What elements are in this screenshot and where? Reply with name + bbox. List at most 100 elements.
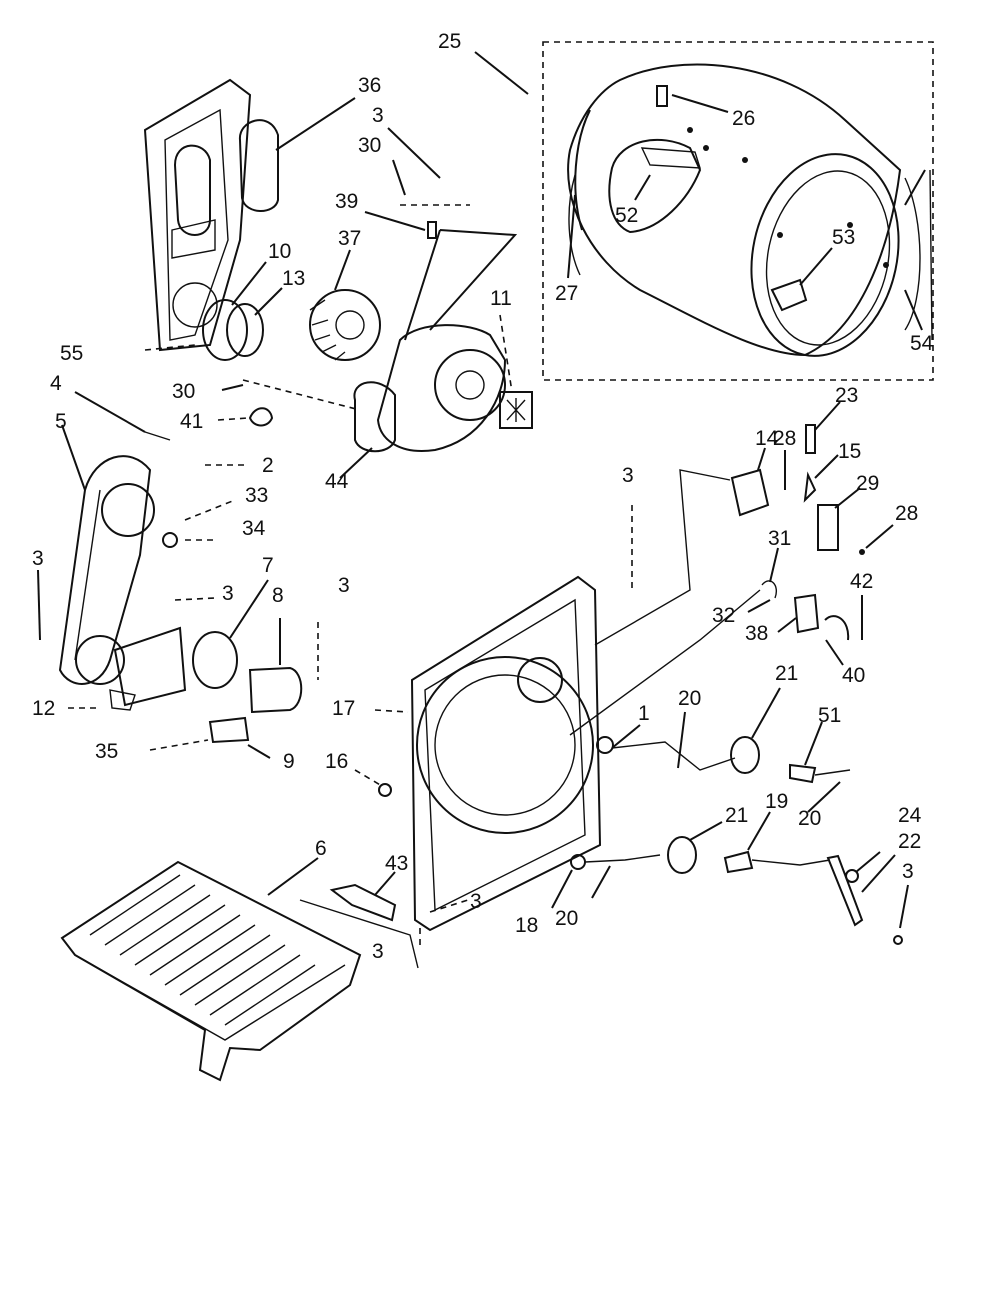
leader-32 — [747, 599, 771, 613]
callout-8: 8 — [272, 584, 284, 607]
roller-shaft-lower-end — [751, 859, 831, 866]
leader-4 — [74, 391, 146, 433]
part-19-shaft — [723, 850, 754, 874]
rear-wire-harness — [594, 469, 731, 646]
leader-37 — [334, 249, 351, 291]
callout-42: 42 — [850, 570, 873, 593]
callout-15: 15 — [838, 440, 861, 463]
rear-to-base-line — [299, 899, 419, 969]
callout-13: 13 — [282, 267, 305, 290]
drum-front-opening-inner — [765, 170, 891, 346]
leader-3a — [387, 127, 441, 179]
callout-34: 34 — [242, 517, 266, 540]
callout-29: 29 — [856, 472, 879, 495]
drum-baffle — [608, 138, 702, 234]
part-21a-roller — [730, 736, 760, 774]
callout-30: 30 — [172, 380, 195, 403]
part-6-base — [60, 860, 362, 1082]
leader-16 — [354, 769, 383, 787]
callout-30: 30 — [358, 134, 381, 157]
callout-41: 41 — [180, 410, 203, 433]
leader-22 — [861, 854, 896, 893]
callout-20: 20 — [678, 687, 701, 710]
part-41-clamp — [248, 407, 274, 427]
blower-housing — [376, 324, 507, 452]
leader-27 — [567, 194, 576, 279]
callout-3: 3 — [32, 547, 44, 570]
base-front-edge — [74, 954, 346, 1041]
drum-rivet — [687, 127, 693, 133]
part-51-clip — [789, 763, 817, 784]
part-4-screw — [144, 431, 171, 441]
part-14-terminal-block — [730, 468, 770, 517]
leader-21b — [689, 821, 723, 841]
part-38-bracket — [793, 593, 820, 634]
callout-20: 20 — [798, 807, 821, 830]
leader-11 — [499, 314, 513, 393]
leader-28b — [865, 524, 894, 549]
callout-51: 51 — [818, 704, 841, 727]
leader-23 — [814, 401, 841, 431]
leader-25 — [474, 51, 529, 95]
leader-5 — [61, 424, 86, 491]
callout-43: 43 — [385, 852, 408, 875]
callout-3: 3 — [622, 464, 634, 487]
drum-rivet — [847, 222, 853, 228]
part-39-clip — [427, 221, 437, 239]
part-29-bracket — [817, 504, 839, 551]
leader-52 — [634, 174, 651, 201]
blower-housing-hub-inner — [455, 370, 485, 400]
leader-35 — [149, 739, 209, 751]
leader-20b — [807, 781, 841, 813]
callout-53: 53 — [832, 226, 855, 249]
idler-wheel — [75, 635, 125, 685]
leader-14 — [757, 447, 766, 471]
drum-rivet — [742, 157, 748, 163]
leader-30a — [392, 159, 406, 196]
callout-21: 21 — [725, 804, 748, 827]
leader-24 — [855, 851, 881, 873]
roller-shaft-lower — [584, 854, 661, 863]
callout-1: 1 — [638, 702, 650, 725]
part-17-rear-panel — [410, 575, 602, 932]
duct-tube — [404, 229, 518, 341]
lint-opening — [173, 144, 211, 236]
idler-pulley — [101, 483, 155, 537]
callout-9: 9 — [283, 750, 295, 773]
part-37-blower-wheel — [309, 289, 381, 361]
leader-54b — [904, 169, 926, 206]
bulkhead-port — [172, 282, 218, 328]
callout-24: 24 — [898, 804, 922, 827]
callout-38: 38 — [745, 622, 768, 645]
callout-4: 4 — [50, 372, 62, 395]
leader-54a — [904, 289, 923, 331]
part-26-screw — [656, 85, 668, 107]
drum-rivet — [883, 262, 889, 268]
bulkhead-grille — [171, 219, 216, 259]
blower-duct — [353, 381, 396, 453]
callout-40: 40 — [842, 664, 865, 687]
part-53-clip — [770, 278, 808, 312]
callout-5: 5 — [55, 410, 67, 433]
part-31-clip — [761, 580, 777, 599]
leader-29 — [834, 487, 861, 509]
part-28b-screw — [859, 549, 865, 555]
leader-40 — [825, 639, 844, 666]
leader-3d — [174, 597, 216, 601]
callout-2: 2 — [262, 454, 274, 477]
part-23-fuse — [805, 424, 816, 454]
leader-26 — [671, 94, 729, 113]
part-9-switch — [208, 716, 250, 744]
drum-baffle-top — [640, 147, 701, 169]
callout-33: 33 — [245, 484, 268, 507]
callout-52: 52 — [615, 204, 638, 227]
leader-36 — [275, 97, 356, 151]
callout-3: 3 — [902, 860, 914, 883]
leader-43 — [374, 871, 396, 896]
callout-23: 23 — [835, 384, 858, 407]
leader-7 — [229, 579, 269, 639]
drum-rivet — [777, 232, 783, 238]
part-8-motor — [248, 666, 303, 714]
callout-31: 31 — [768, 527, 791, 550]
